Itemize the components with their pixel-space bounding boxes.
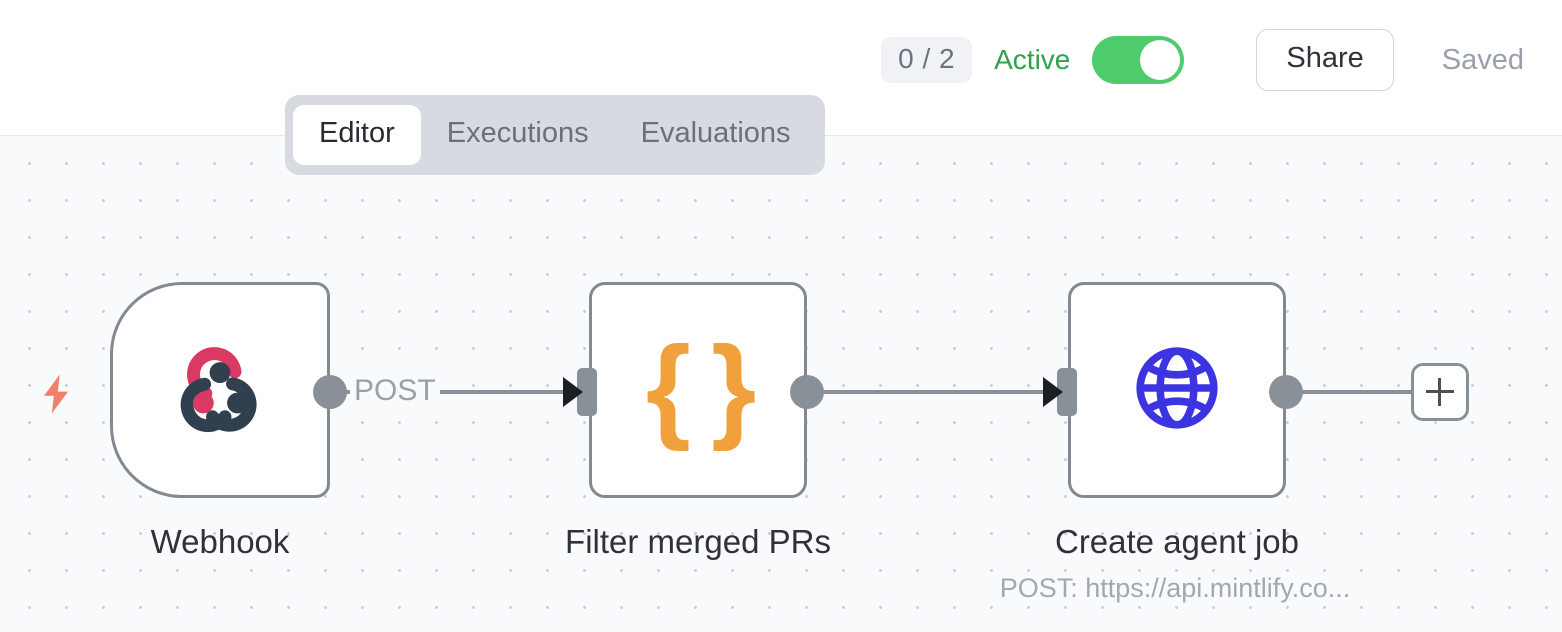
workflow-active-toggle[interactable] [1092,36,1185,84]
edge-label-post: POST [350,374,440,407]
node-webhook[interactable] [110,282,330,498]
header-actions: 0 / 2 Active Share Saved [881,0,1524,120]
lightning-bolt-icon [38,372,74,416]
edge-filter-to-create[interactable] [820,390,1064,394]
node-create-label: Create agent job [1054,523,1299,560]
webhook-icon [170,338,270,443]
node-create-output-handle[interactable] [1269,375,1303,409]
toggle-knob [1140,40,1181,80]
node-filter-merged-prs[interactable]: { } [589,282,807,498]
tab-evaluations[interactable]: Evaluations [640,117,791,150]
add-node-button[interactable] [1411,363,1469,421]
globe-icon [1129,340,1225,441]
node-webhook-output-handle[interactable] [313,375,347,409]
edge-webhook-to-filter[interactable] [344,390,584,394]
node-create-agent-job[interactable] [1068,282,1286,498]
active-status-label: Active [994,44,1071,75]
edge-create-to-add[interactable] [1300,390,1416,394]
node-filter-label: Filter merged PRs [565,523,831,560]
saved-status-label: Saved [1441,43,1524,76]
view-tabs: Editor Executions Evaluations [285,95,825,175]
node-webhook-label: Webhook [150,523,290,560]
tab-executions[interactable]: Executions [446,117,589,150]
node-filter-output-handle[interactable] [790,375,824,409]
edge-arrow-filter-input [563,377,583,407]
code-braces-icon: { } [645,322,756,452]
workflow-canvas[interactable]: POST Webhook [0,136,1562,632]
execution-count-badge: 0 / 2 [881,36,973,84]
node-create-sublabel: POST: https://api.mintlify.co... [999,573,1351,603]
share-button[interactable]: Share [1256,29,1394,91]
tab-editor[interactable]: Editor [293,105,421,165]
edge-arrow-create-input [1043,377,1063,407]
